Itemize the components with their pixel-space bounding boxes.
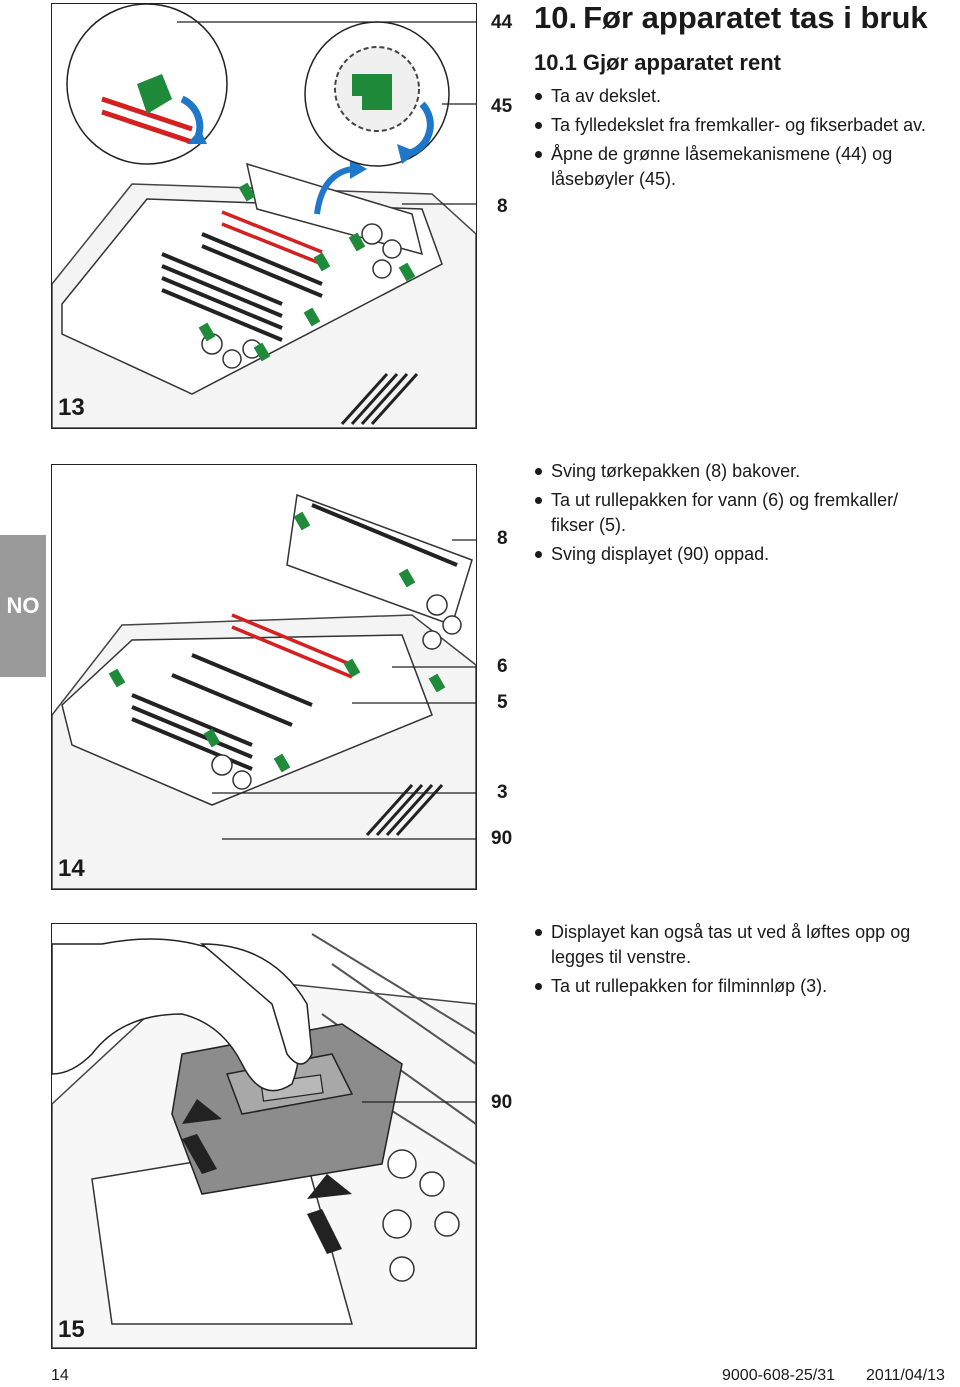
language-tab: NO <box>0 535 46 677</box>
figure-number: 15 <box>58 1316 85 1343</box>
section-heading: 10.Før apparatet tas i bruk <box>534 0 928 36</box>
figure-number: 13 <box>58 394 85 421</box>
steps-list-1: Ta av dekslet. Ta fylledekslet fra fremk… <box>534 84 934 196</box>
step-item: Ta ut rullepakken for vann (6) og fremka… <box>534 488 944 538</box>
figure-number: 14 <box>58 855 85 882</box>
callout-6: 6 <box>497 656 508 677</box>
document-date: 2011/04/13 <box>866 1367 945 1384</box>
figure-15: 15 <box>51 923 477 1349</box>
figure-14-illustration <box>52 493 476 889</box>
step-item: Åpne de grønne låsemekanismene (44) og l… <box>534 142 934 192</box>
step-item: Ta fylledekslet fra fremkaller- og fikse… <box>534 113 934 138</box>
callout-90: 90 <box>491 1092 513 1113</box>
step-item: Sving displayet (90) oppad. <box>534 542 944 567</box>
section-title: Før apparatet tas i bruk <box>583 0 928 35</box>
steps-list-3: Displayet kan også tas ut ved å løftes o… <box>534 920 954 1003</box>
figure-13: 13 <box>51 3 477 429</box>
figure-13-illustration <box>52 4 476 428</box>
callout-44: 44 <box>491 12 513 33</box>
document-number: 9000-608-25/31 <box>722 1367 835 1384</box>
figure-15-illustration <box>52 933 476 1348</box>
section-number: 10. <box>534 0 578 35</box>
callout-90: 90 <box>491 828 513 849</box>
callout-8: 8 <box>497 196 508 217</box>
subsection-title: 10.1 Gjør apparatet rent <box>534 50 781 75</box>
callout-45: 45 <box>491 96 513 117</box>
steps-list-2: Sving tørkepakken (8) bakover. Ta ut rul… <box>534 459 944 571</box>
step-item: Displayet kan også tas ut ved å løftes o… <box>534 920 954 970</box>
callout-5: 5 <box>497 692 508 713</box>
step-item: Sving tørkepakken (8) bakover. <box>534 459 944 484</box>
figure-14: 14 <box>51 464 477 890</box>
callout-3: 3 <box>497 782 508 803</box>
callout-8: 8 <box>497 528 508 549</box>
step-item: Ta ut rullepakken for filminnløp (3). <box>534 974 954 999</box>
step-item: Ta av dekslet. <box>534 84 934 109</box>
page-number: 14 <box>51 1367 69 1384</box>
